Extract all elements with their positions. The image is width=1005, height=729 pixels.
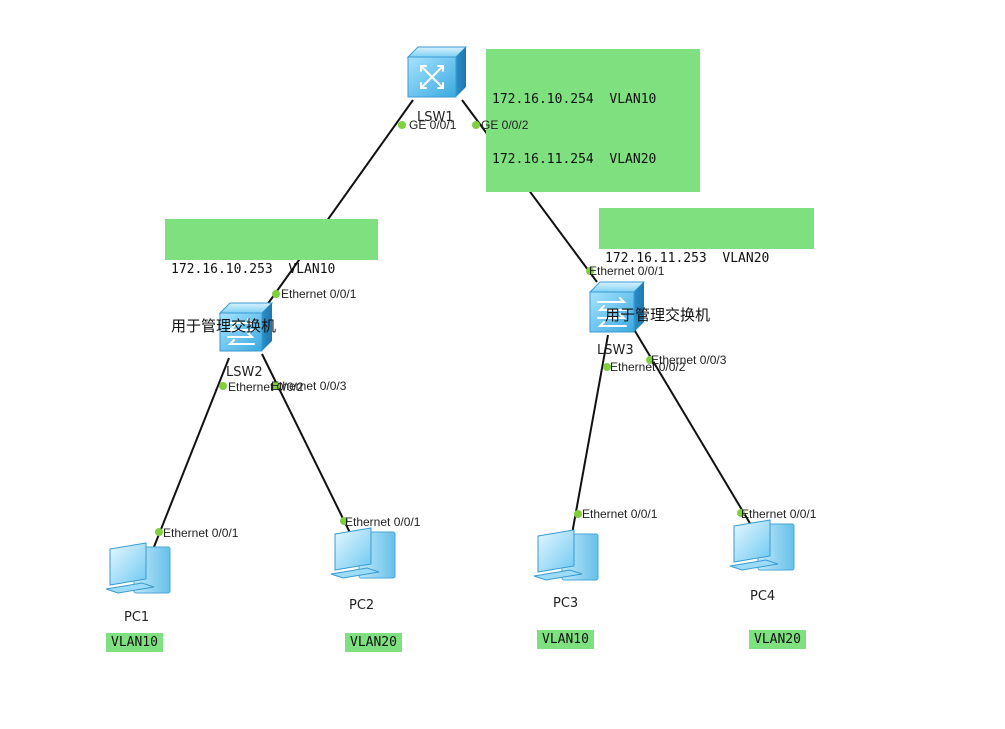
port-dot bbox=[646, 356, 654, 364]
note-line: 172.16.10.254 VLAN10 bbox=[492, 92, 657, 107]
pc-icon[interactable] bbox=[330, 527, 396, 579]
device-label-pc3: PC3 bbox=[553, 596, 579, 611]
device-label-pc4: PC4 bbox=[750, 589, 776, 604]
port-dot bbox=[603, 363, 611, 371]
port-label: Ethernet 0/0/1 bbox=[582, 507, 658, 521]
vlan-badge-pc1: VLAN10 bbox=[106, 633, 163, 652]
device-label-lsw1: LSW1 bbox=[417, 110, 454, 125]
lsw2-ip-note: 172.16.10.253 VLAN10 用于管理交换机 bbox=[165, 219, 378, 335]
vlan-badge-pc4: VLAN20 bbox=[749, 630, 806, 649]
pc-icon[interactable] bbox=[729, 519, 795, 571]
device-label-lsw2: LSW2 bbox=[226, 365, 263, 380]
port-dot bbox=[472, 121, 480, 129]
port-label: GE 0/0/2 bbox=[481, 118, 529, 132]
port-dot bbox=[155, 528, 163, 536]
device-label-pc1: PC1 bbox=[124, 610, 150, 625]
device-label-pc2: PC2 bbox=[349, 598, 375, 613]
note-line: 用于管理交换机 bbox=[171, 317, 277, 335]
port-dot bbox=[272, 290, 280, 298]
vlan-badge-pc2: VLAN20 bbox=[345, 633, 402, 652]
port-dot bbox=[398, 121, 406, 129]
port-label: Ethernet 0/0/1 bbox=[741, 507, 817, 521]
vlan-badge-pc3: VLAN10 bbox=[537, 630, 594, 649]
link-lsw3-pc3 bbox=[567, 334, 609, 557]
note-line: 172.16.11.253 VLAN20 bbox=[605, 251, 770, 266]
port-label: GE 0/0/1 bbox=[409, 118, 457, 132]
port-label: Ethernet 0/0/1 bbox=[163, 526, 239, 540]
port-dot bbox=[574, 510, 582, 518]
port-label: Ethernet 0/0/2 bbox=[610, 360, 686, 374]
switch-icon[interactable] bbox=[588, 281, 646, 333]
lsw1-ip-note: 172.16.10.254 VLAN10 172.16.11.254 VLAN2… bbox=[486, 49, 700, 192]
link-lsw1-lsw2 bbox=[261, 99, 414, 313]
port-dot bbox=[272, 382, 280, 390]
port-label: Ethernet 0/0/1 bbox=[589, 264, 665, 278]
switch-icon[interactable] bbox=[218, 302, 274, 352]
lsw3-ip-note: 172.16.11.253 VLAN20 用于管理交换机 bbox=[599, 208, 814, 324]
port-label: Ethernet 0/0/1 bbox=[345, 515, 421, 529]
port-label: Ethernet 0/0/3 bbox=[651, 353, 727, 367]
port-dot bbox=[340, 517, 348, 525]
note-line: 172.16.10.253 VLAN10 bbox=[171, 262, 336, 277]
port-dots bbox=[155, 121, 745, 536]
note-line: 172.16.11.254 VLAN20 bbox=[492, 152, 657, 167]
port-dot bbox=[737, 509, 745, 517]
port-dot bbox=[219, 382, 227, 390]
core-switch-icon[interactable] bbox=[406, 46, 468, 98]
device-label-lsw3: LSW3 bbox=[597, 343, 634, 358]
note-line: 用于管理交换机 bbox=[605, 306, 711, 324]
port-label: Ethernet 0/0/3 bbox=[271, 379, 347, 393]
port-label: Ethernet 0/0/1 bbox=[281, 287, 357, 301]
port-label: Ethernet 0/0/2 bbox=[228, 380, 304, 394]
link-lsw2-pc1 bbox=[143, 357, 230, 573]
pc-icon[interactable] bbox=[533, 529, 599, 581]
pc-icon[interactable] bbox=[105, 542, 171, 594]
port-dot bbox=[586, 267, 594, 275]
